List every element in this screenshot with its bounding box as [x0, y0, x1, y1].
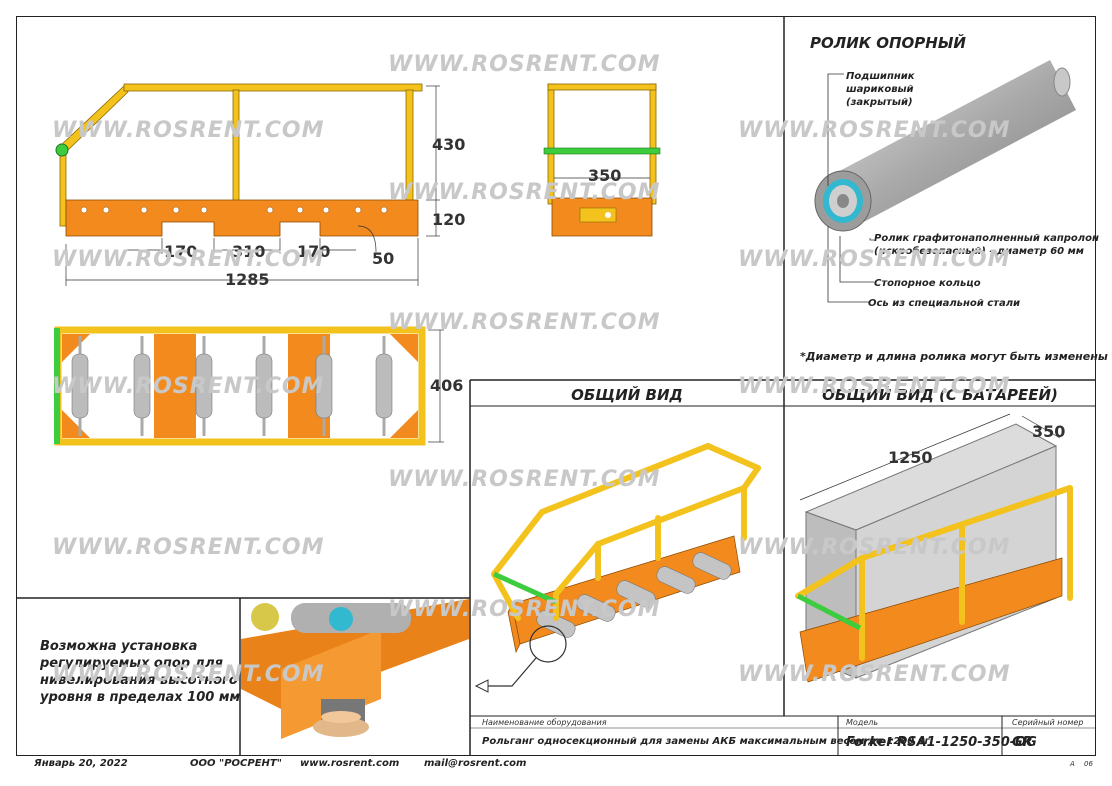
feet-note-line-4: уровня в пределах 100 мм	[40, 690, 241, 705]
dim-1250: 1250	[888, 448, 933, 467]
serial-label: Серийный номер	[1012, 718, 1084, 727]
dim-170-right: 170	[297, 242, 331, 261]
model-value: Forker RSA1-1250-350-OG	[846, 735, 1037, 750]
roller-title: РОЛИК ОПОРНЫЙ	[810, 34, 966, 52]
top-view-drawing	[54, 326, 444, 446]
watermark: WWW.ROSRENT.COM	[52, 662, 325, 687]
watermark: WWW.ROSRENT.COM	[388, 52, 661, 77]
watermark: WWW.ROSRENT.COM	[738, 374, 1011, 399]
feet-note-line-3: нивелирования высотного	[40, 673, 238, 688]
roller-footnote: *Диаметр и длина ролика могут быть измен…	[800, 350, 1108, 363]
watermark: WWW.ROSRENT.COM	[738, 247, 1011, 272]
drawing-frame	[16, 16, 1096, 756]
roller-bearing-label: Подшипник шариковый (закрытый)	[846, 70, 915, 109]
bearing-line-1: Подшипник	[846, 71, 915, 82]
watermark: WWW.ROSRENT.COM	[388, 180, 661, 205]
retaining-ring-label: Стопорное кольцо	[874, 278, 981, 289]
general-view-drawing	[474, 442, 761, 693]
bearing-line-2: шариковый	[846, 84, 914, 95]
dim-406: 406	[430, 376, 464, 395]
general-view-battery-drawing	[795, 413, 1073, 683]
bearing-line-3: (закрытый)	[846, 97, 913, 108]
watermark: WWW.ROSRENT.COM	[388, 310, 661, 335]
watermark: WWW.ROSRENT.COM	[52, 118, 325, 143]
watermark: WWW.ROSRENT.COM	[52, 535, 325, 560]
roller-detail-drawing	[814, 60, 1076, 303]
watermark: WWW.ROSRENT.COM	[738, 662, 1011, 687]
watermark: WWW.ROSRENT.COM	[388, 467, 661, 492]
footer-date: Январь 20, 2022	[34, 758, 128, 769]
general-view-battery-title: ОБЩИЙ ВИД (С БАТАРЕЕЙ)	[822, 386, 1058, 404]
watermark: WWW.ROSRENT.COM	[738, 118, 1011, 143]
equipment-name-label: Наименование оборудования	[482, 718, 607, 727]
watermark: WWW.ROSRENT.COM	[388, 597, 661, 622]
dim-1285: 1285	[225, 270, 270, 289]
dim-310: 310	[232, 242, 266, 261]
sheet-format: А	[1070, 760, 1075, 768]
serial-value: GR	[1012, 735, 1033, 750]
feet-note-line-2: регулируемых опор для	[40, 656, 223, 671]
front-view-drawing	[55, 83, 440, 286]
dim-50: 50	[372, 249, 395, 268]
sheet-number: 06	[1084, 760, 1093, 768]
watermark: WWW.ROSRENT.COM	[52, 247, 325, 272]
dim-350-battery: 350	[1032, 422, 1066, 441]
leveling-foot-closeup	[241, 599, 469, 755]
leveling-feet-note: Возможна установка регулируемых опор для…	[40, 638, 240, 706]
dim-120: 120	[432, 210, 466, 229]
footer-website[interactable]: www.rosrent.com	[300, 758, 400, 769]
dim-350: 350	[588, 166, 622, 185]
feet-note-line-1: Возможна установка	[40, 639, 198, 654]
roller-desc-line-1: Ролик графитонаполненный капролон	[874, 233, 1099, 244]
general-view-title: ОБЩИЙ ВИД	[571, 386, 683, 404]
watermark: WWW.ROSRENT.COM	[738, 535, 1011, 560]
model-label: Модель	[846, 718, 879, 727]
dim-430: 430	[432, 135, 466, 154]
watermark: WWW.ROSRENT.COM	[52, 374, 325, 399]
dim-170-left: 170	[164, 242, 198, 261]
footer-email[interactable]: mail@rosrent.com	[424, 758, 527, 769]
equipment-name-value: Рольганг односекционный для замены АКБ м…	[482, 736, 930, 747]
footer-company: ООО "РОСРЕНТ"	[190, 758, 282, 769]
axle-label: Ось из специальной стали	[868, 298, 1021, 309]
roller-material-label: Ролик графитонаполненный капролон (искро…	[874, 232, 1099, 258]
side-view-drawing	[543, 83, 661, 237]
roller-desc-line-2: (искробезопасный) - диаметр 60 мм	[874, 246, 1084, 257]
